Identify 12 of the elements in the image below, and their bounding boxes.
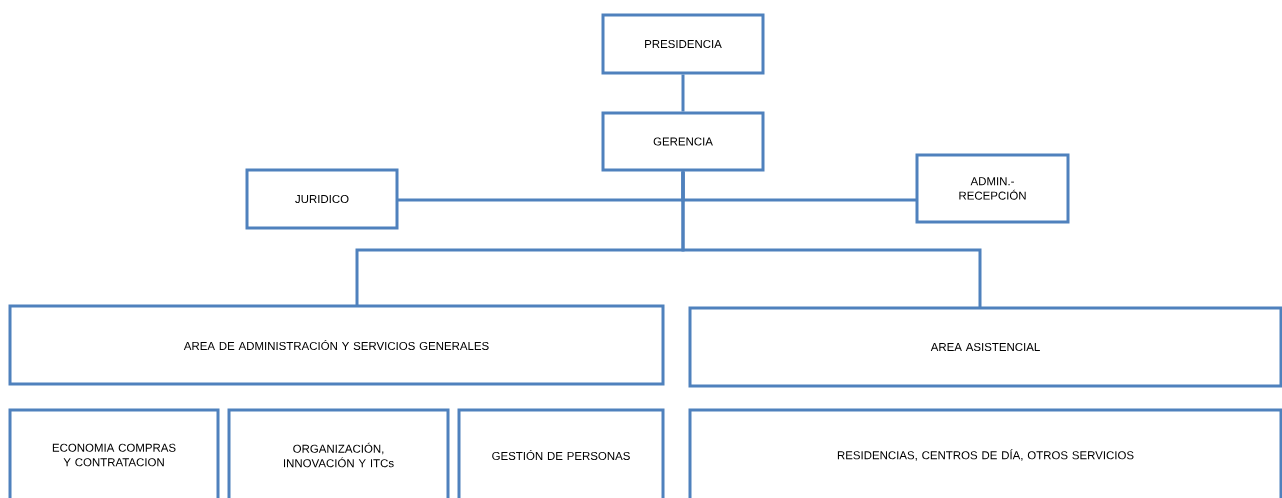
org-box: RESIDENCIAS, CENTROS DE DÍA, OTROS SERVICIOS	[688, 408, 1282, 498]
org-box: AREA ASISTENCIAL	[688, 306, 1282, 388]
connector-line	[681, 74, 685, 112]
org-box: GERENCIA	[601, 111, 765, 172]
org-box: JURIDICO	[245, 168, 399, 230]
org-box: ORGANIZACIÓN, INNOVACIÓN Y ITCs	[227, 408, 450, 498]
org-box: AREA DE ADMINISTRACIÓN Y SERVICIOS GENERALES	[8, 304, 665, 386]
org-box: GESTIÓN DE PERSONAS	[457, 408, 665, 498]
org-box: PRESIDENCIA	[601, 13, 765, 75]
org-box: ADMIN.- RECEPCIÓN	[915, 153, 1070, 224]
org-box: ECONOMIA COMPRAS Y CONTRATACION	[8, 408, 220, 498]
connector-line	[681, 171, 982, 307]
